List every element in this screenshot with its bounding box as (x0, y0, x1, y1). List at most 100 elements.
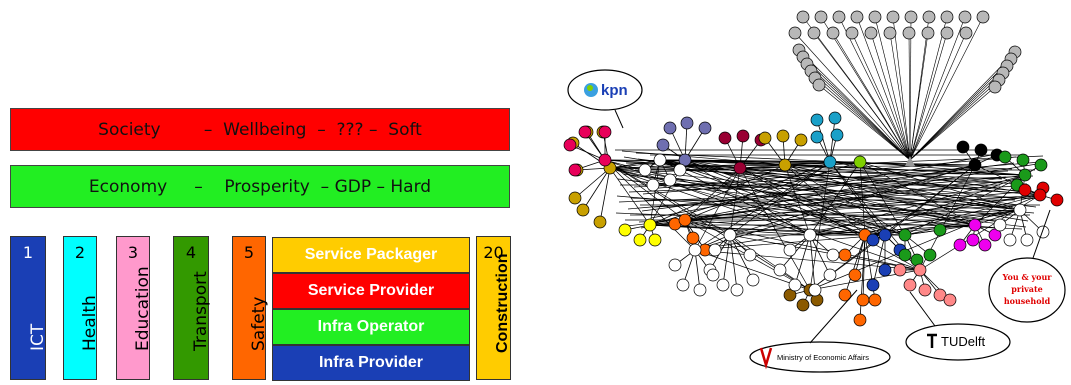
network-node (922, 10, 936, 24)
layer-infra-provider: Infra Provider (272, 345, 470, 381)
household-label-line2: private (1011, 284, 1042, 294)
network-node (845, 26, 859, 40)
network-node (576, 203, 590, 217)
network-node (706, 268, 720, 282)
network-node (956, 140, 970, 154)
network-node (1050, 193, 1064, 207)
network-node (653, 153, 667, 167)
network-node (646, 178, 660, 192)
network-node (678, 213, 692, 227)
network-node (773, 263, 787, 277)
network-node (868, 10, 882, 24)
sector-safety: 5 Safety (232, 236, 269, 380)
network-node (736, 129, 750, 143)
network-node (676, 278, 690, 292)
network-node (598, 153, 612, 167)
household-label-line3: household (1004, 296, 1051, 306)
network-node (976, 10, 990, 24)
network-node (968, 158, 982, 172)
network-node (648, 233, 662, 247)
network-node (866, 233, 880, 247)
network-node (693, 283, 707, 297)
network-node (812, 78, 826, 92)
tudelft-label: TUDelft (941, 334, 985, 349)
network-node (810, 113, 824, 127)
network-node (978, 238, 992, 252)
network-node (898, 248, 912, 262)
network-node (903, 278, 917, 292)
network-node (708, 243, 722, 257)
network-node (776, 129, 790, 143)
network-node (974, 143, 988, 157)
network-node (656, 138, 670, 152)
network-node (743, 248, 757, 262)
network-node (803, 228, 817, 242)
sector-education: 3 Education (116, 236, 153, 380)
network-node (807, 26, 821, 40)
network-node (758, 131, 772, 145)
network-node (794, 133, 808, 147)
network-node (814, 10, 828, 24)
network-node (1034, 158, 1048, 172)
household-label-line1: You & your (1002, 272, 1053, 282)
network-nodes (563, 10, 1064, 327)
network-node (796, 298, 810, 312)
network-node (808, 283, 822, 297)
layer-service-provider: Service Provider (272, 273, 470, 309)
sector-number: 4 (185, 243, 197, 262)
network-node (1020, 233, 1034, 247)
kpn-label: kpn (601, 82, 628, 99)
network-node (746, 273, 760, 287)
network-node (668, 258, 682, 272)
network-node (838, 288, 852, 302)
network-node (940, 10, 954, 24)
network-node (968, 218, 982, 232)
network-node (778, 158, 792, 172)
network-node (933, 223, 947, 237)
network-node (563, 138, 577, 152)
household-callout: You & your private household (988, 209, 1066, 323)
sector-label: Transport (191, 271, 211, 351)
network-node (1003, 233, 1017, 247)
network-node (593, 215, 607, 229)
network-node (568, 163, 582, 177)
network-node (730, 283, 744, 297)
network-node (568, 191, 582, 205)
network-node (643, 218, 657, 232)
network-node (988, 228, 1002, 242)
network-node (680, 116, 694, 130)
network-node (933, 288, 947, 302)
network-node (958, 10, 972, 24)
network-node (716, 278, 730, 292)
network-node (883, 26, 897, 40)
network-node (886, 10, 900, 24)
network-node (1013, 203, 1027, 217)
network-node (921, 26, 935, 40)
network-node (993, 218, 1007, 232)
network-node (1016, 153, 1030, 167)
network-node (902, 26, 916, 40)
network-node (918, 283, 932, 297)
tudelft-callout: TUDelft (905, 291, 1011, 361)
layer-infra-operator: Infra Operator (272, 309, 470, 345)
network-node (850, 10, 864, 24)
network-node (783, 243, 797, 257)
sector-label: ICT (28, 323, 48, 351)
network-node (904, 10, 918, 24)
network-node (686, 231, 700, 245)
network-node (988, 80, 1002, 94)
network-node (1036, 225, 1050, 239)
network-node (856, 293, 870, 307)
network-node (718, 131, 732, 145)
network-node (953, 238, 967, 252)
network-node (853, 155, 867, 169)
network-node (923, 248, 937, 262)
network-node (783, 288, 797, 302)
network-node (828, 111, 842, 125)
network-node (959, 26, 973, 40)
sector-number: 1 (22, 243, 34, 262)
network-node (618, 223, 632, 237)
network-node (940, 26, 954, 40)
ministry-label: Ministry of Economic Affairs (777, 353, 869, 362)
network-node (966, 233, 980, 247)
